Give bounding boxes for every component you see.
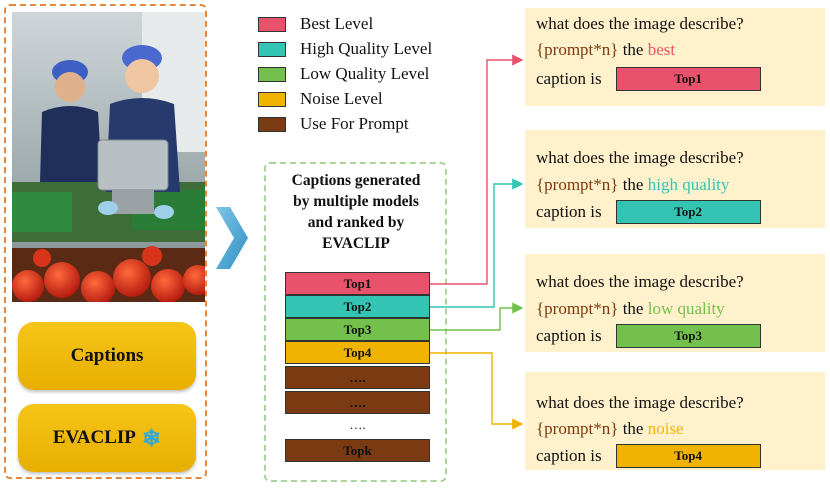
rank-ellipsis: …. [349, 417, 366, 432]
caption-box-top3: Top3 [615, 324, 761, 348]
card-question: what does the image describe? [536, 393, 744, 412]
legend-label: Noise Level [300, 89, 383, 108]
card-caption-line: caption is Top1 [536, 67, 761, 91]
title-line: Captions generated [291, 172, 421, 189]
quality-word: high quality [647, 175, 730, 194]
connector-noise [430, 352, 524, 430]
legend-label: High Quality Level [300, 39, 433, 58]
card-caption-label: caption is [536, 202, 602, 221]
legend-swatch [258, 66, 286, 82]
prompt-token: {prompt*n} [536, 419, 619, 438]
legend-label: Low Quality Level [300, 64, 430, 83]
legend-item-noise: Noise Level [258, 88, 383, 110]
caption-box-top4: Top4 [615, 444, 761, 468]
quality-word: best [647, 40, 676, 59]
legend-item-low: Low Quality Level [258, 63, 429, 85]
captions-label: Captions [70, 345, 144, 366]
chevron-right-icon [216, 207, 248, 269]
title-line: EVACLIP [322, 235, 390, 252]
card-caption-line: caption is Top2 [536, 200, 761, 224]
card-question: what does the image describe? [536, 148, 744, 167]
card-the: the [622, 175, 644, 194]
rank-box-topk: Topk [285, 439, 430, 462]
captions-button: Captions [18, 322, 196, 390]
snowflake-icon: ❄ [141, 425, 162, 451]
legend-label: Use For Prompt [300, 114, 409, 133]
legend-item-prompt: Use For Prompt [258, 113, 409, 135]
card-the: the [622, 299, 644, 318]
title-line: by multiple models [293, 193, 419, 210]
quality-word: noise [647, 419, 684, 438]
connector-high [430, 178, 524, 308]
card-caption-label: caption is [536, 446, 602, 465]
legend-item-best: Best Level [258, 13, 373, 35]
evaclip-button: EVACLIP ❄ [18, 404, 196, 472]
card-question: what does the image describe? [536, 14, 744, 33]
rank-box-top3: Top3 [285, 318, 430, 341]
card-caption-line: caption is Top4 [536, 444, 761, 468]
quality-word: low quality [647, 299, 725, 318]
rank-box-ellipsis: …. [285, 391, 430, 414]
rank-box-top4: Top4 [285, 341, 430, 364]
legend-item-high: High Quality Level [258, 38, 432, 60]
connector-best [430, 54, 524, 285]
card-prompt-line: {prompt*n} the noise [536, 418, 684, 440]
card-prompt-line: {prompt*n} the best [536, 39, 675, 61]
prompt-token: {prompt*n} [536, 299, 619, 318]
legend-swatch [258, 91, 286, 107]
legend-swatch [258, 16, 286, 32]
connector-low [430, 302, 524, 331]
prompt-token: {prompt*n} [536, 175, 619, 194]
evaclip-label: EVACLIP [52, 427, 136, 448]
caption-box-top1: Top1 [615, 67, 761, 91]
rank-box-top1: Top1 [285, 272, 430, 295]
card-the: the [622, 419, 644, 438]
rank-box-ellipsis: …. [285, 366, 430, 389]
prompt-token: {prompt*n} [536, 40, 619, 59]
card-caption-label: caption is [536, 326, 602, 345]
card-question: what does the image describe? [536, 272, 744, 291]
left-panel [4, 4, 207, 479]
rank-box-top2: Top2 [285, 295, 430, 318]
card-caption-label: caption is [536, 69, 602, 88]
title-line: and ranked by [307, 214, 405, 231]
card-prompt-line: {prompt*n} the low quality [536, 298, 725, 320]
ranked-panel-title: Captions generated by multiple models an… [268, 170, 444, 254]
legend-swatch [258, 116, 286, 132]
legend-label: Best Level [300, 14, 374, 33]
card-prompt-line: {prompt*n} the high quality [536, 174, 729, 196]
workers-photo [12, 12, 205, 302]
workers-photo-illustration [12, 12, 205, 302]
caption-box-top2: Top2 [615, 200, 761, 224]
legend-swatch [258, 41, 286, 57]
ranked-captions-panel [264, 162, 447, 482]
card-the: the [622, 40, 644, 59]
card-caption-line: caption is Top3 [536, 324, 761, 348]
